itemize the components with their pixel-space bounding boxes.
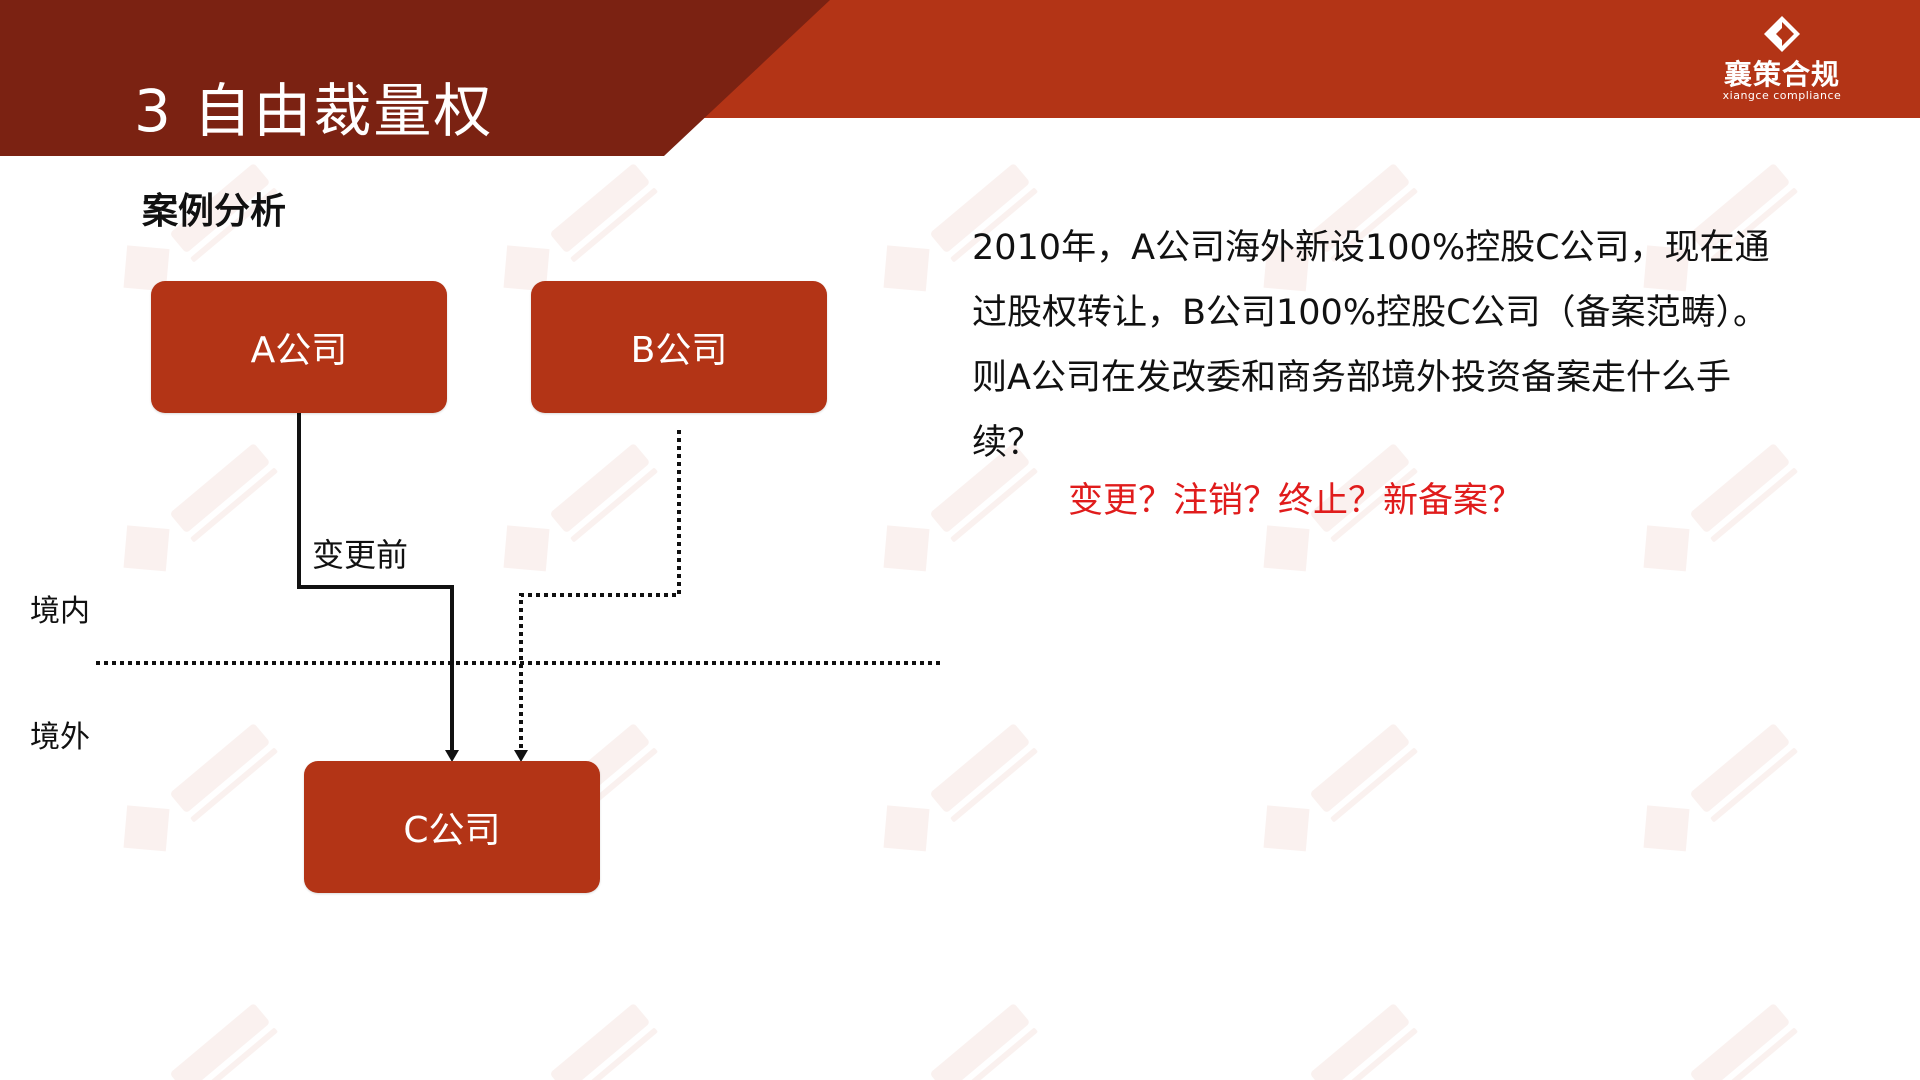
logo-subtitle: xiangce compliance	[1722, 89, 1842, 102]
company-a-box: A公司	[151, 281, 447, 413]
company-c-box: C公司	[304, 761, 600, 893]
before-change-label: 变更前	[312, 536, 409, 574]
brand-logo: 襄策合规 xiangce compliance	[1712, 14, 1852, 110]
section-title: 案例分析	[142, 191, 287, 232]
logo-name: 襄策合规	[1723, 58, 1840, 91]
domestic-label: 境内	[30, 594, 90, 629]
overseas-label: 境外	[30, 720, 90, 755]
logo-diamond-icon	[1764, 16, 1800, 52]
connector-b-to-c	[514, 430, 681, 762]
connector-a-to-c	[297, 413, 459, 762]
question-text: 变更？注销？终止？新备案？	[1068, 481, 1524, 521]
case-description: 2010年，A公司海外新设100%控股C公司，现在通过股权转让，B公司100%控…	[972, 228, 1770, 463]
company-b-box: B公司	[531, 281, 827, 413]
